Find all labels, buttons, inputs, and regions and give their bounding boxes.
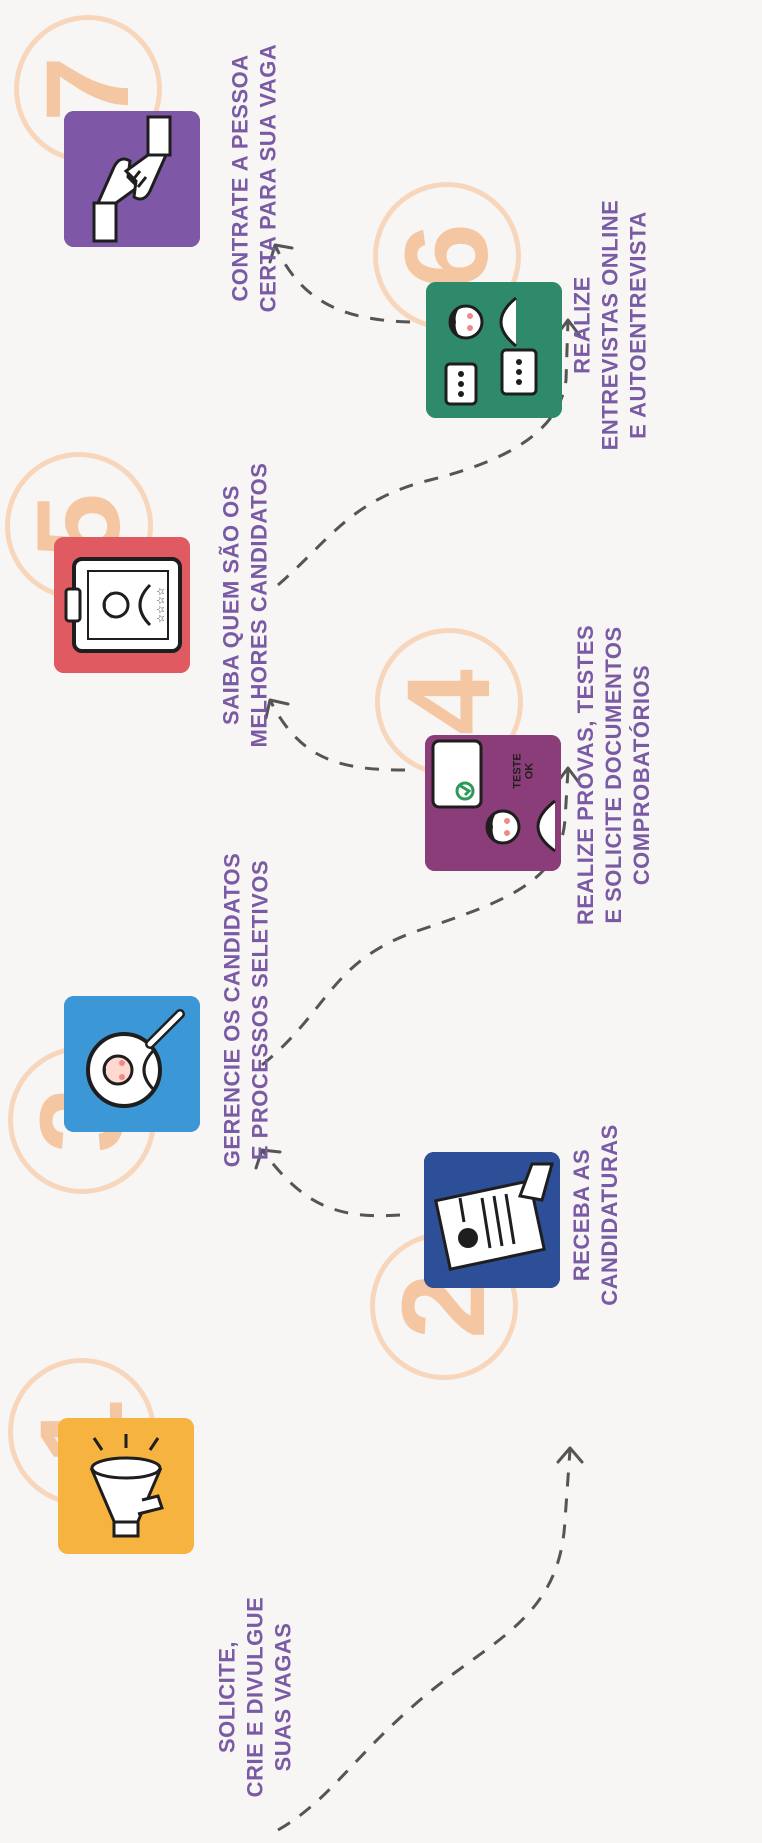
handshake-icon xyxy=(64,111,200,247)
step-6-tile xyxy=(426,282,562,418)
badge-line-2: OK xyxy=(523,762,536,780)
step-5-label-line-1: SAIBA QUEM SÃO OS xyxy=(217,485,243,725)
step-4-label-line-3: COMPROBATÓRIOS xyxy=(629,664,655,886)
step-7-tile xyxy=(64,111,200,247)
arrowhead-icon-6 xyxy=(268,243,294,264)
step-7-label-line-1: CONTRATE A PESSOA xyxy=(226,54,252,302)
megaphone-icon xyxy=(58,1418,194,1554)
step-4-label-line-2: E SOLICITE DOCUMENTOS xyxy=(601,626,627,924)
step-3-label-line-1: GERENCIE OS CANDIDATOS xyxy=(218,852,244,1168)
step-6-label-line-3: E AUTOENTREVISTA xyxy=(624,211,650,439)
step-4-label-line-1: REALIZE PROVAS, TESTES xyxy=(573,624,599,926)
arrowhead-icon-1 xyxy=(556,1446,584,1464)
connector-path-1 xyxy=(277,1449,572,1832)
connector-path-2 xyxy=(260,1149,401,1218)
step-1-label-line-1: SOLICITE, xyxy=(213,1640,239,1754)
step-7-label-line-2: CERTA PARA SUA VAGA xyxy=(254,43,280,313)
connector-path-5 xyxy=(277,319,570,587)
step-2-tile xyxy=(424,1152,560,1288)
step-4-tile: TESTE OK xyxy=(425,735,561,871)
arrowhead-icon-2 xyxy=(254,1148,282,1170)
online-interview-icon xyxy=(426,282,562,418)
step-1-tile xyxy=(58,1418,194,1554)
step-1-label-line-3: SUAS VAGAS xyxy=(269,1622,295,1772)
connector-path-6 xyxy=(273,244,411,324)
step-1-label-line-2: CRIE E DIVULGUE xyxy=(241,1596,267,1798)
connector-path-4 xyxy=(268,699,406,772)
step-2-label-line-1: RECEBA AS xyxy=(568,1148,594,1282)
step-5-tile: ☆☆☆☆ xyxy=(54,537,190,673)
step-6-label-line-1: REALIZE xyxy=(568,276,594,374)
step-3-tile xyxy=(64,996,200,1132)
magnifier-candidate-icon xyxy=(64,996,200,1132)
step-6-label-line-2: ENTREVISTAS ONLINE xyxy=(596,199,622,451)
step-3-label-line-2: E PROCESSOS SELETIVOS xyxy=(246,859,272,1161)
arrowhead-icon-4 xyxy=(264,698,290,720)
connector-path-3 xyxy=(261,769,570,1067)
step-2-label-line-2: CANDIDATURAS xyxy=(596,1124,622,1306)
resume-document-icon xyxy=(424,1152,560,1288)
step-5-label-line-2: MELHORES CANDIDATOS xyxy=(245,462,271,748)
clipboard-rating-icon: ☆☆☆☆ xyxy=(54,537,190,673)
svg-text:☆☆☆☆: ☆☆☆☆ xyxy=(156,587,167,623)
test-ok-icon xyxy=(425,735,561,871)
badge-line-1: TESTE xyxy=(511,753,524,789)
